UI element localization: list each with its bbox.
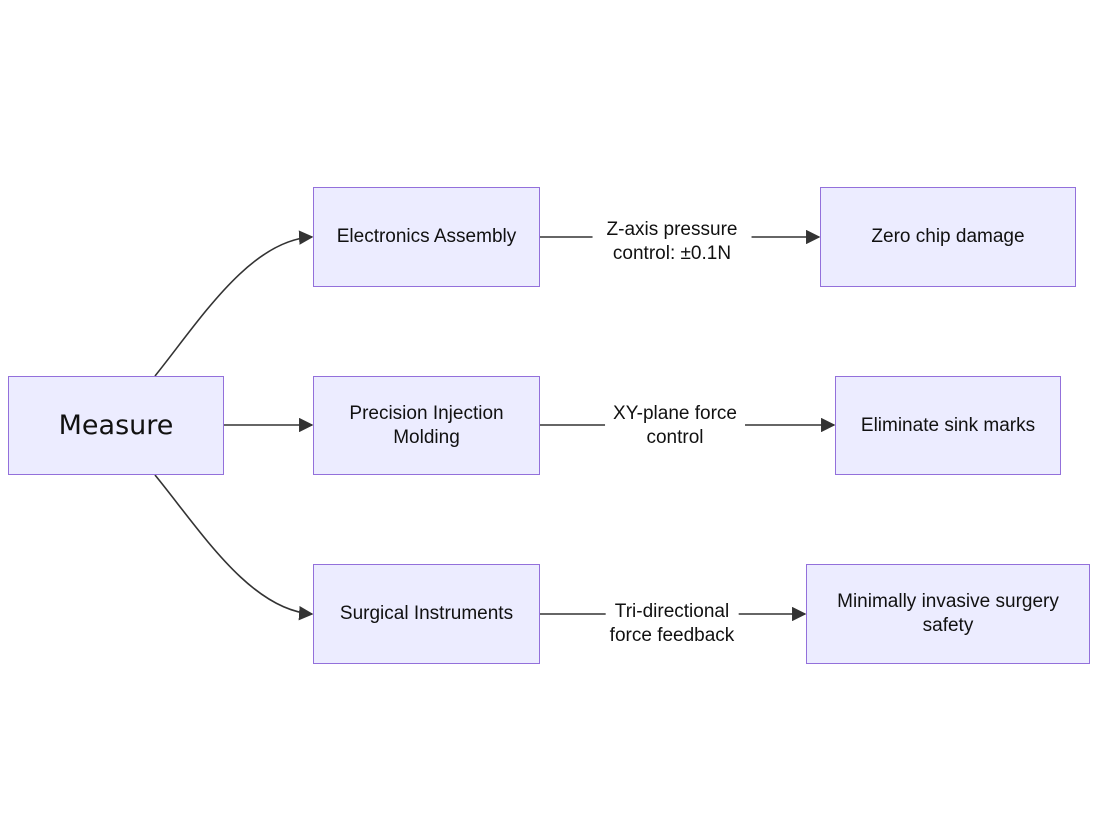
node-zero-chip-damage-label: Zero chip damage: [871, 226, 1025, 247]
node-electronics-assembly-label: Electronics Assembly: [336, 226, 517, 247]
node-measure: Measure: [8, 376, 224, 475]
node-surgery-label-line1: Minimally invasive surgery: [837, 591, 1059, 612]
node-surgical-instruments-label: Surgical Instruments: [339, 603, 514, 624]
edge-label-xy-plane-force: XY-plane force control: [605, 402, 745, 450]
node-surgery-label-line2: safety: [922, 615, 974, 636]
node-zero-chip-damage: Zero chip damage: [820, 187, 1076, 287]
edge-label-z-axis-pressure: Z-axis pressure control: ±0.1N: [592, 218, 752, 266]
edge-label-z-axis-line1: Z-axis pressure: [606, 219, 738, 240]
edge-label-z-axis-line2: control: ±0.1N: [612, 243, 732, 264]
edge-label-xy-line1: XY-plane force: [613, 403, 737, 424]
edge-root-to-surgical: [154, 474, 314, 621]
node-eliminate-sink-marks: Eliminate sink marks: [835, 376, 1061, 475]
node-electronics-assembly: Electronics Assembly: [313, 187, 540, 287]
edge-label-xy-line2: control: [646, 427, 704, 448]
node-eliminate-sink-marks-label: Eliminate sink marks: [860, 414, 1036, 436]
edge-label-tri-line2: force feedback: [609, 625, 735, 646]
node-surgical-instruments: Surgical Instruments: [313, 564, 540, 664]
edge-label-tri-directional: Tri-directional force feedback: [605, 600, 739, 648]
node-measure-label: Measure: [58, 409, 174, 441]
node-molding-label-line2: Molding: [393, 426, 460, 448]
node-minimally-invasive-surgery-safety: Minimally invasive surgery safety: [806, 564, 1090, 664]
edge-root-to-electronics: [154, 230, 314, 377]
node-molding-label-line1: Precision Injection: [349, 402, 504, 424]
node-precision-injection-molding: Precision Injection Molding: [313, 376, 540, 475]
edge-label-tri-line1: Tri-directional: [614, 601, 730, 622]
